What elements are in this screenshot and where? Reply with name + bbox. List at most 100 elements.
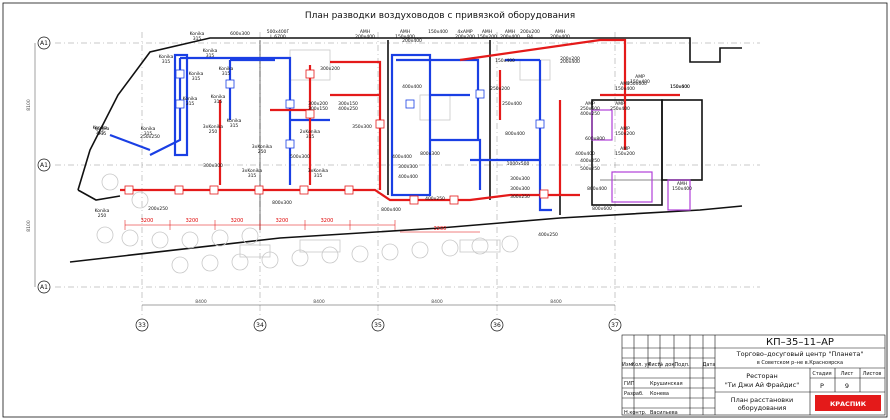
- column-axis-label: 36: [493, 322, 501, 329]
- stage-header: Стадия: [812, 371, 831, 377]
- duct-label: 150x400: [428, 29, 448, 35]
- col-header: Кол. уч: [632, 362, 651, 368]
- duct-label: 200x400: [402, 38, 422, 44]
- title-block: [621, 334, 886, 416]
- column-axis-markers: 33 34 35 36 37 8400 8400 8400 8400: [135, 299, 622, 332]
- object-name-line2: в Советском р–не в.Красноярска: [757, 360, 843, 366]
- duct-label: 300x300: [398, 164, 418, 170]
- building-walls: [69, 37, 743, 263]
- red-dimension: 3200: [141, 218, 154, 224]
- supply-duct-network: [120, 38, 680, 202]
- duct-label: 600x300: [230, 31, 250, 37]
- col-header: Подп.: [674, 362, 690, 368]
- red-dimension: 3200: [231, 218, 244, 224]
- row-axis-label: А1: [40, 162, 48, 169]
- col-header: № док.: [658, 362, 676, 368]
- column-axis-label: 33: [138, 322, 146, 329]
- duct-label: 600x800: [585, 136, 605, 142]
- stage-value: Р: [820, 382, 824, 390]
- duct-label: 400x250: [580, 158, 600, 164]
- row-spacing-label: 8100: [26, 220, 32, 232]
- row-spacing-label: 8100: [26, 99, 32, 111]
- duct-label: 300x250: [510, 194, 530, 200]
- developer-name: Конева: [650, 391, 669, 397]
- bottom-dimension: 8400: [431, 299, 443, 305]
- duct-label: 500x250: [580, 166, 600, 172]
- duct-label: 150x600: [670, 84, 690, 90]
- sheet-title-line1: План расстановки: [731, 396, 794, 404]
- red-dimension: 3200: [321, 218, 334, 224]
- gip-name: Крушинская: [650, 381, 683, 387]
- sheet-header: Лист: [841, 371, 854, 377]
- row-axis-label: А1: [40, 284, 48, 291]
- column-axis-label: 37: [611, 322, 619, 329]
- grid-lines: [55, 32, 760, 316]
- duct-label: 250x250: [140, 134, 160, 140]
- bottom-dimension: 8400: [550, 299, 562, 305]
- control-name: Васильева: [650, 410, 678, 416]
- duct-label: 200x200: [560, 56, 580, 62]
- duct-label: 200x250: [148, 206, 168, 212]
- duct-label: 400x400: [402, 84, 422, 90]
- red-dimension: 3200: [434, 226, 447, 232]
- duct-label: 150x400: [670, 84, 690, 90]
- drawing-title: План разводки воздуховодов с привязкой о…: [305, 11, 575, 21]
- duct-label: 200x400: [560, 59, 580, 65]
- duct-label: 400x400: [392, 154, 412, 160]
- duct-label: 800x600: [592, 206, 612, 212]
- column-axis-label: 35: [374, 322, 382, 329]
- duct-label: 400x400: [398, 174, 418, 180]
- duct-label: 250x400: [502, 101, 522, 107]
- duct-label: 800x400: [587, 186, 607, 192]
- red-dimension: 3200: [186, 218, 199, 224]
- col-header: Лист: [648, 362, 661, 368]
- duct-label: 800x300: [420, 151, 440, 157]
- col-header: Дата: [703, 362, 716, 368]
- column-axis-label: 34: [256, 322, 264, 329]
- red-dimension-chain: [124, 220, 480, 233]
- company-logo: КРАСПИК: [815, 395, 881, 411]
- building-name-line1: Ресторан: [746, 372, 778, 380]
- duct-label: 800x300: [272, 200, 292, 206]
- duct-label: 300x300: [510, 176, 530, 182]
- duct-label: 250x200: [490, 86, 510, 92]
- logo-text: КРАСПИК: [830, 400, 867, 408]
- building-name-line2: "Ти Джи Ай Фрайдис": [725, 381, 799, 389]
- duct-label: 500x300: [290, 154, 310, 160]
- duct-label: 800x400: [381, 207, 401, 213]
- equipment-outlines: [591, 109, 691, 211]
- sheet-title-line2: оборудования: [738, 404, 787, 412]
- exhaust-grilles: [175, 69, 545, 149]
- developer-role: Разраб.: [624, 391, 644, 397]
- document-code: КП–35–11–АР: [766, 337, 834, 348]
- duct-label: 300x300: [203, 163, 223, 169]
- duct-label: 400x250: [580, 111, 600, 117]
- duct-label: 400x400: [575, 151, 595, 157]
- duct-label: 150x600: [627, 81, 647, 87]
